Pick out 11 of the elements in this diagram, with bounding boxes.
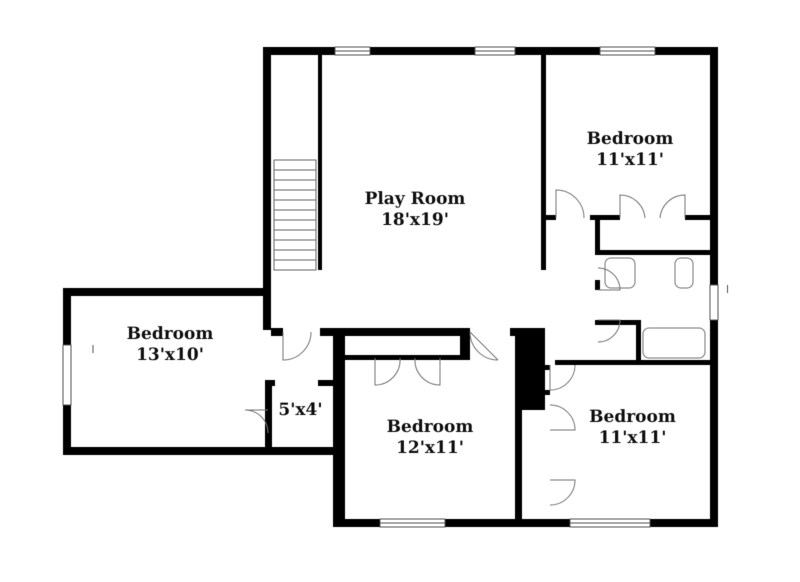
room-name: Play Room (364, 189, 466, 210)
room-dimensions: 13'x10' (136, 345, 204, 366)
room-dimensions: 11'x11' (598, 428, 666, 448)
room-dimensions: 18'x19' (381, 210, 449, 231)
room-name: Bedroom (386, 416, 474, 438)
room-name: Bedroom (126, 324, 214, 345)
room-dimensions: 12'x11' (396, 438, 464, 458)
room-name: Bedroom (586, 129, 674, 150)
room-dimensions: 5'x4' (278, 400, 323, 420)
room-name: Bedroom (589, 406, 676, 428)
room-dimensions: 11'x11' (596, 150, 664, 171)
